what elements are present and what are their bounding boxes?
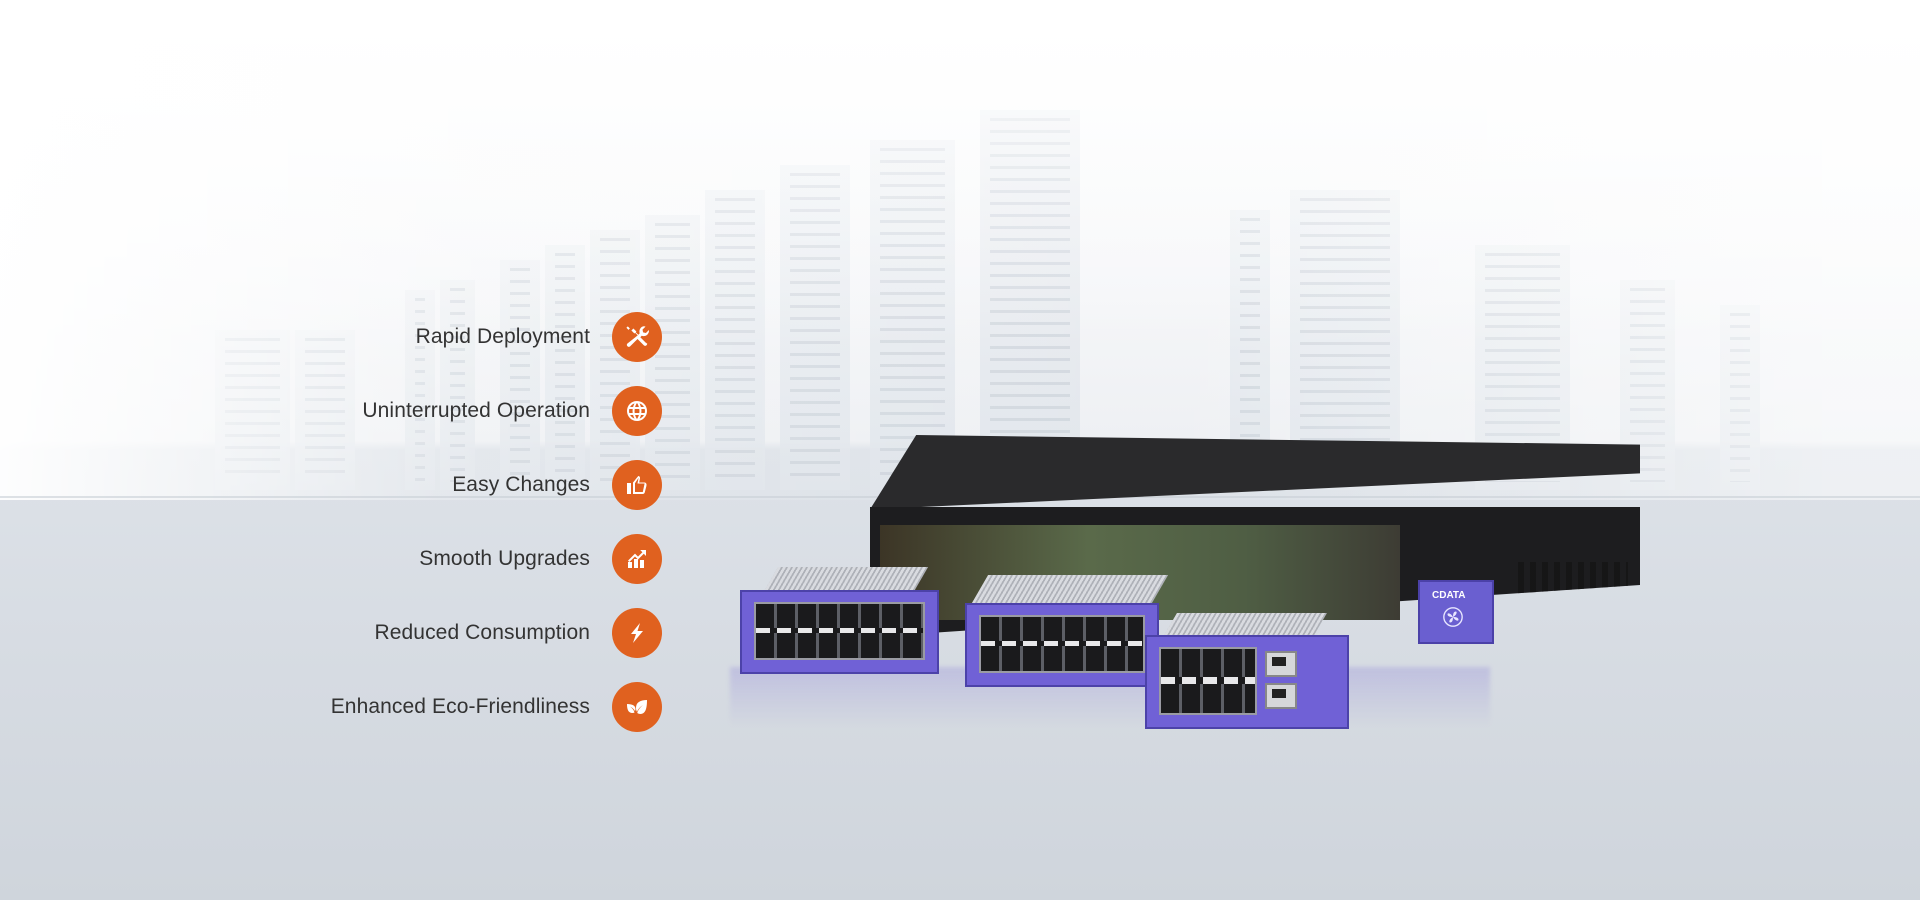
feature-label: Enhanced Eco-Friendliness [330, 695, 590, 718]
sfp-port-array [754, 602, 925, 660]
feature-label: Uninterrupted Operation [362, 399, 590, 422]
feature-item-reduced-consumption: Reduced Consumption [200, 608, 662, 658]
feature-list: Rapid Deployment Uninterrupted Operation… [200, 312, 662, 756]
feature-item-eco-friendliness: Enhanced Eco-Friendliness [200, 682, 662, 732]
background-fade [0, 0, 1920, 500]
growth-chart-icon [612, 534, 662, 584]
feature-item-uninterrupted-operation: Uninterrupted Operation [200, 386, 662, 436]
feature-label: Easy Changes [452, 473, 590, 496]
heatsink [1163, 613, 1327, 637]
feature-label: Rapid Deployment [415, 325, 590, 348]
globe-icon [612, 386, 662, 436]
feature-item-rapid-deployment: Rapid Deployment [200, 312, 662, 362]
feature-label: Smooth Upgrades [419, 547, 590, 570]
thumbs-up-icon [612, 460, 662, 510]
fan-icon [1443, 607, 1463, 627]
feature-item-easy-changes: Easy Changes [200, 460, 662, 510]
mgmt-port [1265, 683, 1297, 709]
leaf-icon [612, 682, 662, 732]
product-image-olt-chassis: CDATA [730, 435, 1640, 735]
line-card-module-1 [740, 590, 939, 674]
line-card-module-2 [965, 603, 1159, 687]
tools-icon [612, 312, 662, 362]
heatsink [971, 575, 1169, 603]
feature-label: Reduced Consumption [374, 621, 590, 644]
sfp-port-array [1159, 647, 1257, 715]
control-card-module [1145, 635, 1349, 729]
brand-logo: CDATA [1432, 590, 1466, 601]
fan-module: CDATA [1418, 580, 1494, 644]
console-port [1265, 651, 1297, 677]
lightning-icon [612, 608, 662, 658]
feature-item-smooth-upgrades: Smooth Upgrades [200, 534, 662, 584]
chassis-vent [1518, 562, 1628, 632]
sfp-port-array [979, 615, 1145, 673]
